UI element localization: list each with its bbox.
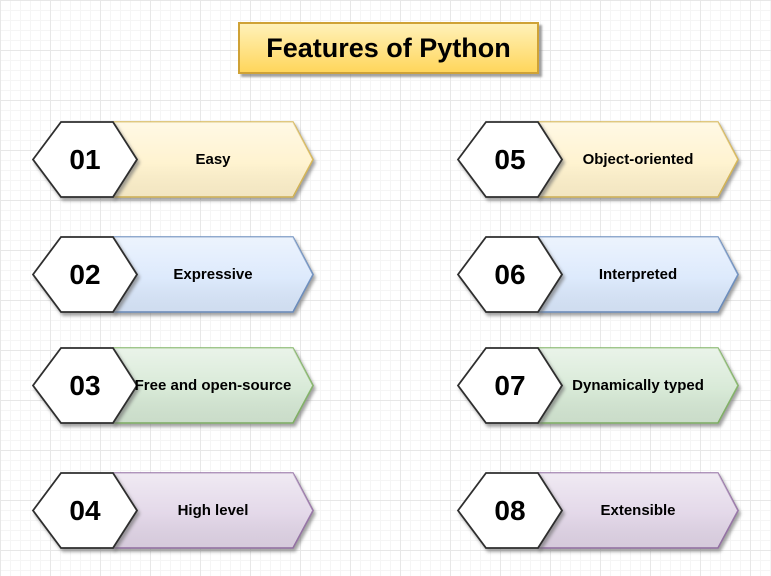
hexagon-shape	[456, 236, 564, 313]
feature-item-graphic: 06 Interpreted	[456, 236, 739, 313]
feature-item-07: 07 Dynamically typed	[453, 343, 745, 431]
feature-label: High level	[178, 502, 249, 519]
feature-number: 01	[69, 144, 100, 175]
feature-item-04: 04 High level	[28, 468, 320, 556]
hexagon-shape	[31, 236, 139, 313]
feature-item-graphic: 08 Extensible	[456, 472, 739, 549]
hexagon-shape	[456, 472, 564, 549]
feature-item-graphic: 05 Object-oriented	[456, 121, 739, 198]
feature-item-02: 02 Expressive	[28, 232, 320, 320]
feature-item-08: 08 Extensible	[453, 468, 745, 556]
hexagon-shape	[456, 347, 564, 424]
feature-item-graphic: 01 Easy	[31, 121, 314, 198]
feature-label: Extensible	[600, 502, 675, 519]
diagram-title: Features of Python	[238, 22, 539, 74]
feature-item-graphic: 07 Dynamically typed	[456, 347, 739, 424]
hexagon-shape	[31, 121, 139, 198]
feature-number: 04	[69, 495, 101, 526]
feature-label: Interpreted	[599, 266, 677, 283]
hexagon-shape	[31, 347, 139, 424]
feature-label: Dynamically typed	[572, 377, 704, 394]
feature-item-01: 01 Easy	[28, 117, 320, 205]
feature-item-06: 06 Interpreted	[453, 232, 745, 320]
feature-label: Easy	[195, 151, 231, 168]
feature-item-graphic: 04 High level	[31, 472, 314, 549]
feature-number: 05	[494, 144, 525, 175]
feature-item-05: 05 Object-oriented	[453, 117, 745, 205]
feature-label: Expressive	[173, 266, 252, 283]
hexagon-shape	[31, 472, 139, 549]
feature-label: Free and open-source	[135, 377, 292, 394]
feature-number: 07	[494, 370, 525, 401]
diagram-title-text: Features of Python	[266, 32, 511, 63]
feature-number: 06	[494, 259, 525, 290]
feature-item-03: 03 Free and open-source	[28, 343, 320, 431]
feature-number: 03	[69, 370, 100, 401]
feature-item-graphic: 02 Expressive	[31, 236, 314, 313]
feature-number: 08	[494, 495, 525, 526]
feature-label: Object-oriented	[583, 151, 694, 168]
feature-number: 02	[69, 259, 100, 290]
feature-item-graphic: 03 Free and open-source	[31, 347, 314, 424]
hexagon-shape	[456, 121, 564, 198]
